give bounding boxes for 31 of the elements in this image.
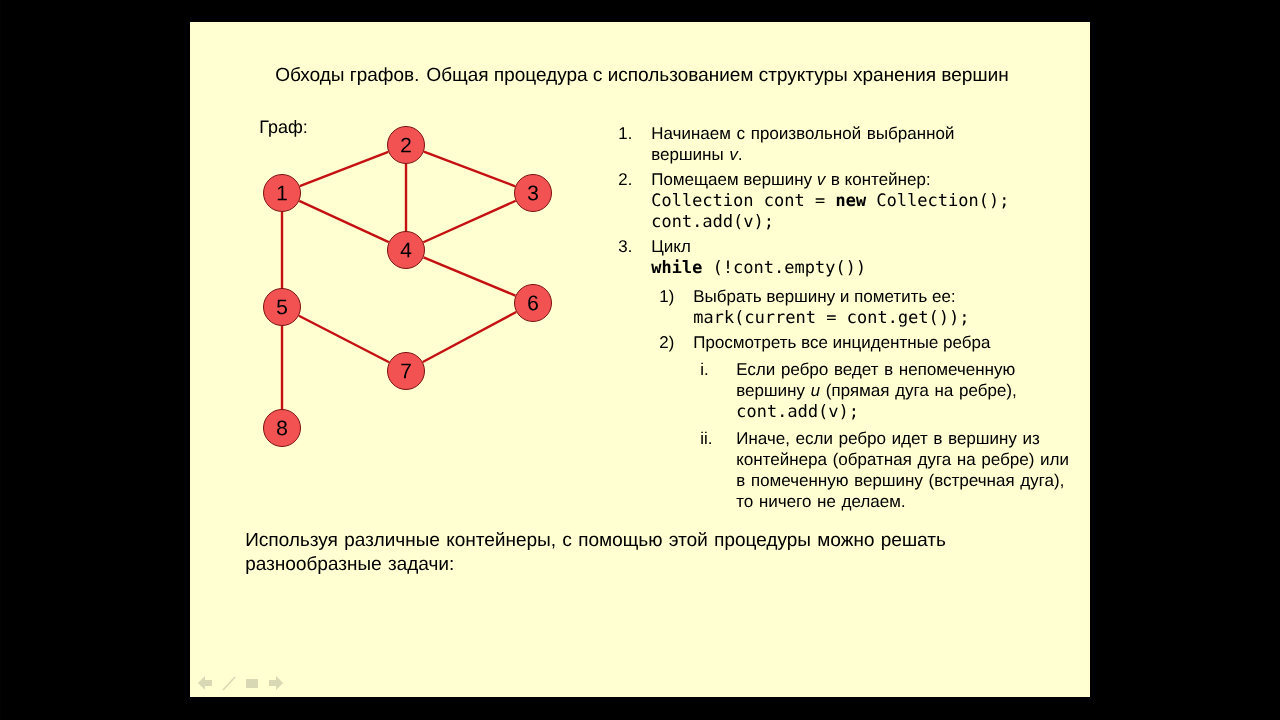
list-item-text: Цикл (652, 240, 690, 256)
code-line: cont.add(v); (737, 404, 856, 420)
graph-edge (422, 199, 517, 244)
list-number: 1) (660, 289, 674, 306)
graph-edge (298, 199, 390, 244)
graph-edge (422, 310, 517, 364)
list-item-text: Помещаем вершину v в контейнер: (652, 172, 930, 189)
graph-edge (423, 150, 516, 188)
graph-edge (280, 212, 284, 288)
section-label: Граф: (260, 119, 307, 137)
code-line: mark(current = cont.get()); (694, 310, 966, 327)
list-number: ii. (701, 431, 711, 444)
list-number: 2. (619, 173, 631, 185)
body-text: Используя различные контейнеры, с помощью этой процедуры можно решать разнообразные задачи: (246, 531, 946, 574)
graph-edge (423, 256, 516, 297)
graph-edge (298, 314, 390, 364)
list-number: 1. (619, 127, 631, 139)
graph-edge (299, 150, 389, 188)
code-line: while (!cont.empty()) (651, 259, 863, 277)
list-number: i. (701, 362, 708, 375)
list-item-text: Иначе, если ребро идет в вершину из контейнера (обратная дуга на ребре) или в помеченную вершину (встречная дуга), то ничего не делаем. (736, 431, 1068, 511)
code-line: cont.add(v); (652, 214, 771, 230)
list-item-text: Просмотреть все инцидентные ребра (694, 335, 991, 352)
graph-edge (404, 164, 408, 231)
list-item-text: Начинаем с произвольной выбранной вершины v. (652, 126, 954, 164)
graph-edge (280, 326, 284, 409)
slide-title: Обходы графов. Общая процедура с использованием структуры хранения вершин (276, 67, 1008, 85)
list-item-text: Выбрать вершину и пометить ее: (694, 289, 955, 306)
list-number: 3. (618, 240, 631, 253)
code-line: Collection cont = new Collection(); (652, 193, 1006, 209)
list-number: 2) (660, 335, 674, 352)
